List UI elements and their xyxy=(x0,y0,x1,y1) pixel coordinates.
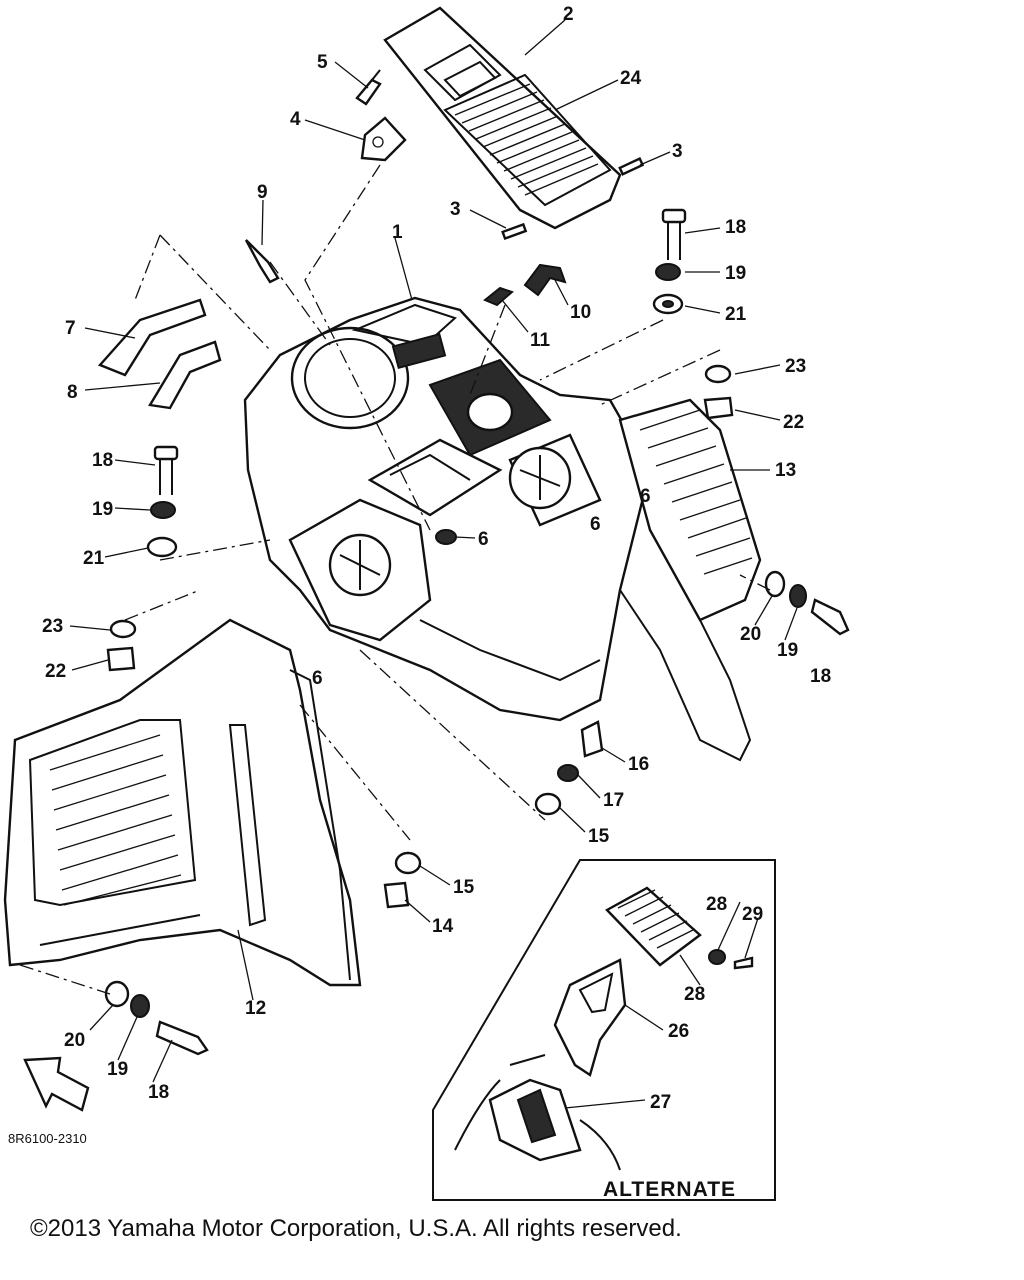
callout: 21 xyxy=(725,304,747,325)
callout: 24 xyxy=(620,68,642,89)
callout: 6 xyxy=(640,486,651,507)
callout: 27 xyxy=(650,1092,671,1113)
callout: 28 xyxy=(684,984,705,1005)
callout: 2 xyxy=(563,4,574,25)
callout: 28 xyxy=(706,894,727,915)
callout: 18 xyxy=(92,450,113,471)
callout: 23 xyxy=(785,356,806,377)
callout: 16 xyxy=(628,754,649,775)
callout: 3 xyxy=(672,141,683,162)
callout: 1 xyxy=(392,222,403,243)
callout: 14 xyxy=(432,916,454,937)
callout: 22 xyxy=(783,412,804,433)
callout: 21 xyxy=(83,548,105,569)
callout: 5 xyxy=(317,52,328,73)
callout: 22 xyxy=(45,661,66,682)
callout: 19 xyxy=(92,499,113,520)
callout: 20 xyxy=(740,624,761,645)
hardware-washers-nuts-bolts xyxy=(104,208,850,1056)
callout: 10 xyxy=(570,302,591,323)
callout: 13 xyxy=(775,460,796,481)
part-top-cover xyxy=(383,6,622,230)
small-fasteners xyxy=(244,69,645,307)
callout-leaders xyxy=(69,19,798,1083)
callout: 6 xyxy=(590,514,601,535)
callout: 9 xyxy=(257,182,268,203)
callout: 29 xyxy=(742,904,763,925)
alternate-inset xyxy=(432,859,776,1201)
callout: 6 xyxy=(478,529,489,550)
callout: 19 xyxy=(777,640,798,661)
callout: 12 xyxy=(245,998,266,1019)
callout: 19 xyxy=(725,263,746,284)
front-direction-arrow-icon xyxy=(23,1056,90,1112)
callout: 7 xyxy=(65,318,76,339)
part-right-side-panel xyxy=(618,398,762,622)
callout: 11 xyxy=(530,330,551,351)
callout: 18 xyxy=(725,217,746,238)
callout: 23 xyxy=(42,616,63,637)
callout: 4 xyxy=(290,109,301,130)
callout: 3 xyxy=(450,199,461,220)
callout: 15 xyxy=(588,826,610,847)
part-brackets xyxy=(97,298,222,410)
callout: 18 xyxy=(810,666,831,687)
drawing-code: 8R6100-2310 xyxy=(8,1131,87,1146)
callout: 17 xyxy=(603,790,624,811)
callout: 20 xyxy=(64,1030,85,1051)
callout: 18 xyxy=(148,1082,169,1103)
assembly-lines xyxy=(19,164,771,995)
callout: 26 xyxy=(668,1021,689,1042)
callout: 8 xyxy=(67,382,78,403)
callout-labels: 1 2 3 3 4 5 6 6 6 6 7 8 9 10 11 12 13 14… xyxy=(42,4,831,1113)
copyright-notice: ©2013 Yamaha Motor Corporation, U.S.A. A… xyxy=(30,1215,682,1242)
callout: 6 xyxy=(312,668,323,689)
callout: 15 xyxy=(453,877,475,898)
callout: 19 xyxy=(107,1059,128,1080)
inset-label: ALTERNATE xyxy=(603,1178,736,1201)
part-front-fender-body xyxy=(243,296,752,762)
part-left-side-panel xyxy=(3,618,362,987)
